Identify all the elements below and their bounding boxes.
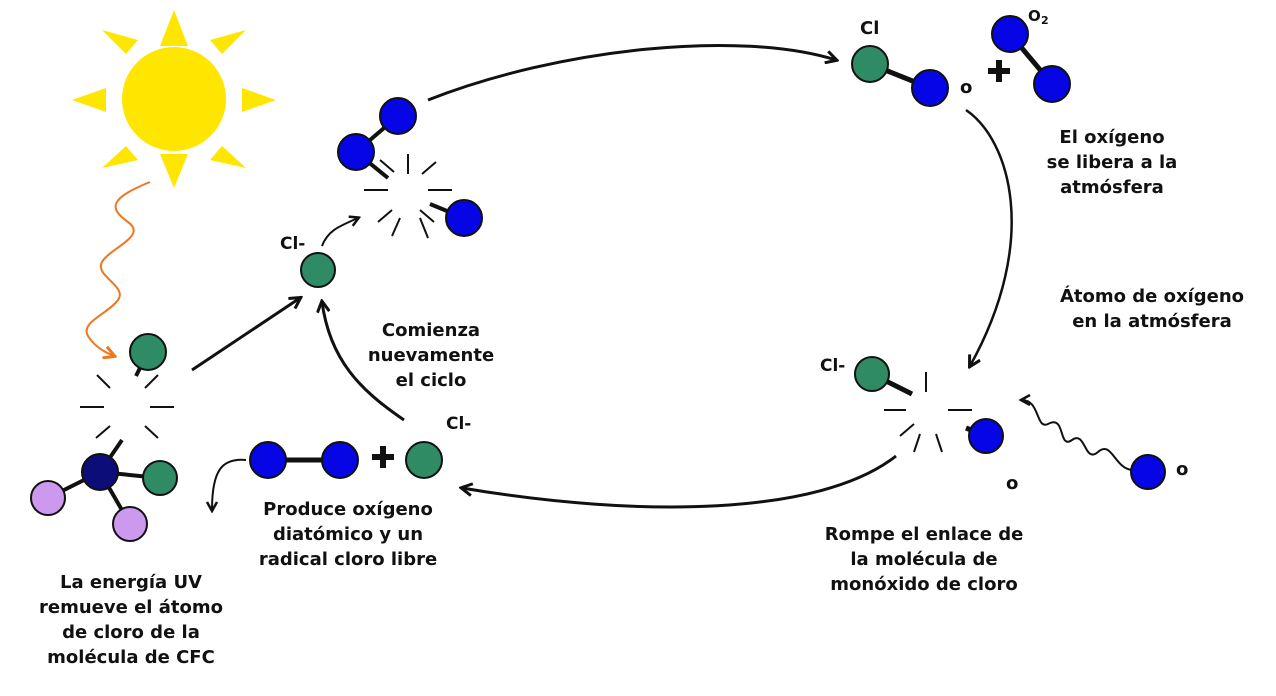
oxygen-molecule-o2: [991, 15, 1071, 103]
small-curved-arrow: [321, 218, 358, 247]
label-o-incoming: o: [1176, 459, 1189, 480]
label-o: o: [960, 77, 973, 98]
arrow-down-right: [965, 108, 1013, 366]
chlorine-radical-free: [405, 441, 443, 479]
chlorine-monoxide: [851, 45, 949, 107]
arrow-cfc-to-cl: [191, 298, 300, 372]
sun-rays: [72, 10, 276, 188]
fluorine-atom: [112, 506, 148, 542]
bond-break-burst: [364, 154, 452, 239]
arrow-to-products: [462, 454, 897, 509]
caption-line: monóxido de cloro: [830, 574, 1018, 595]
caption-breaks-bond: Rompe el enlace de la molécula de monóxi…: [825, 522, 1024, 597]
caption-line: molécula de CFC: [47, 647, 215, 668]
caption-line: Átomo de oxígeno: [1059, 286, 1245, 307]
caption-line: de cloro de la: [62, 622, 200, 643]
label-cl-radical: Cl-: [280, 234, 306, 254]
plus-icon: [988, 60, 1010, 82]
caption-line: El oxígeno: [1059, 127, 1165, 148]
caption-line: diatómico y un: [272, 524, 424, 545]
cfc-molecule: [30, 333, 178, 542]
wavy-arrow-incoming-oxygen: [1022, 400, 1133, 471]
uv-wave-arrow: [85, 181, 151, 356]
caption-line: Comienza: [381, 320, 481, 341]
caption-line: radical cloro libre: [258, 549, 438, 570]
caption-oxygen-atom: Átomo de oxígeno en la atmósfera: [1060, 284, 1244, 334]
arrow-to-clo: [427, 43, 836, 102]
caption-restart-cycle: Comienza nuevamente el ciclo: [368, 318, 494, 393]
caption-line: La energía UV: [59, 572, 202, 593]
label-cl: Cl: [860, 18, 880, 39]
caption-line: en la atmósfera: [1072, 311, 1232, 332]
bond-break-burst: [80, 374, 174, 439]
plus-icon: [372, 446, 394, 468]
chlorine-atom: [142, 460, 178, 496]
carbon-atom: [81, 453, 119, 491]
label-cl-break: Cl-: [820, 356, 846, 376]
fluorine-atom: [30, 480, 66, 516]
caption-uv-energy: La energía UV remueve el átomo de cloro …: [39, 570, 223, 670]
caption-line: nuevamente: [367, 345, 495, 366]
label-cl-radical-free: Cl-: [446, 414, 472, 434]
arrow-release-down: [212, 458, 247, 510]
caption-line: se libera a la: [1046, 152, 1178, 173]
caption-oxygen-released: El oxígeno se libera a la atmósfera: [1047, 125, 1178, 200]
ozone-molecule: [337, 97, 483, 239]
oxygen-atom-incoming: [1130, 454, 1166, 490]
caption-line: el ciclo: [395, 370, 467, 391]
diatomic-oxygen: [249, 441, 359, 479]
caption-line: la molécula de: [850, 549, 998, 570]
chlorine-radical: [300, 218, 358, 288]
bond-break-burst: [884, 372, 972, 453]
chlorine-atom: [129, 333, 167, 371]
arrow-restart-cycle: [322, 302, 405, 422]
label-o2-subscript: 2: [1041, 14, 1049, 27]
sun-disc: [122, 47, 226, 151]
caption-line: atmósfera: [1060, 177, 1164, 198]
caption-line: Rompe el enlace de: [824, 524, 1024, 545]
label-o-break: o: [1006, 473, 1019, 494]
caption-produces-oxygen: Produce oxígeno diatómico y un radical c…: [259, 497, 437, 572]
caption-line: remueve el átomo: [39, 597, 223, 618]
caption-line: Produce oxígeno: [263, 499, 433, 520]
clo-bond-break: [854, 356, 1004, 454]
label-o2-base: O: [1028, 7, 1041, 25]
label-o2: O: [1028, 6, 1041, 26]
sun-icon: [72, 10, 276, 188]
